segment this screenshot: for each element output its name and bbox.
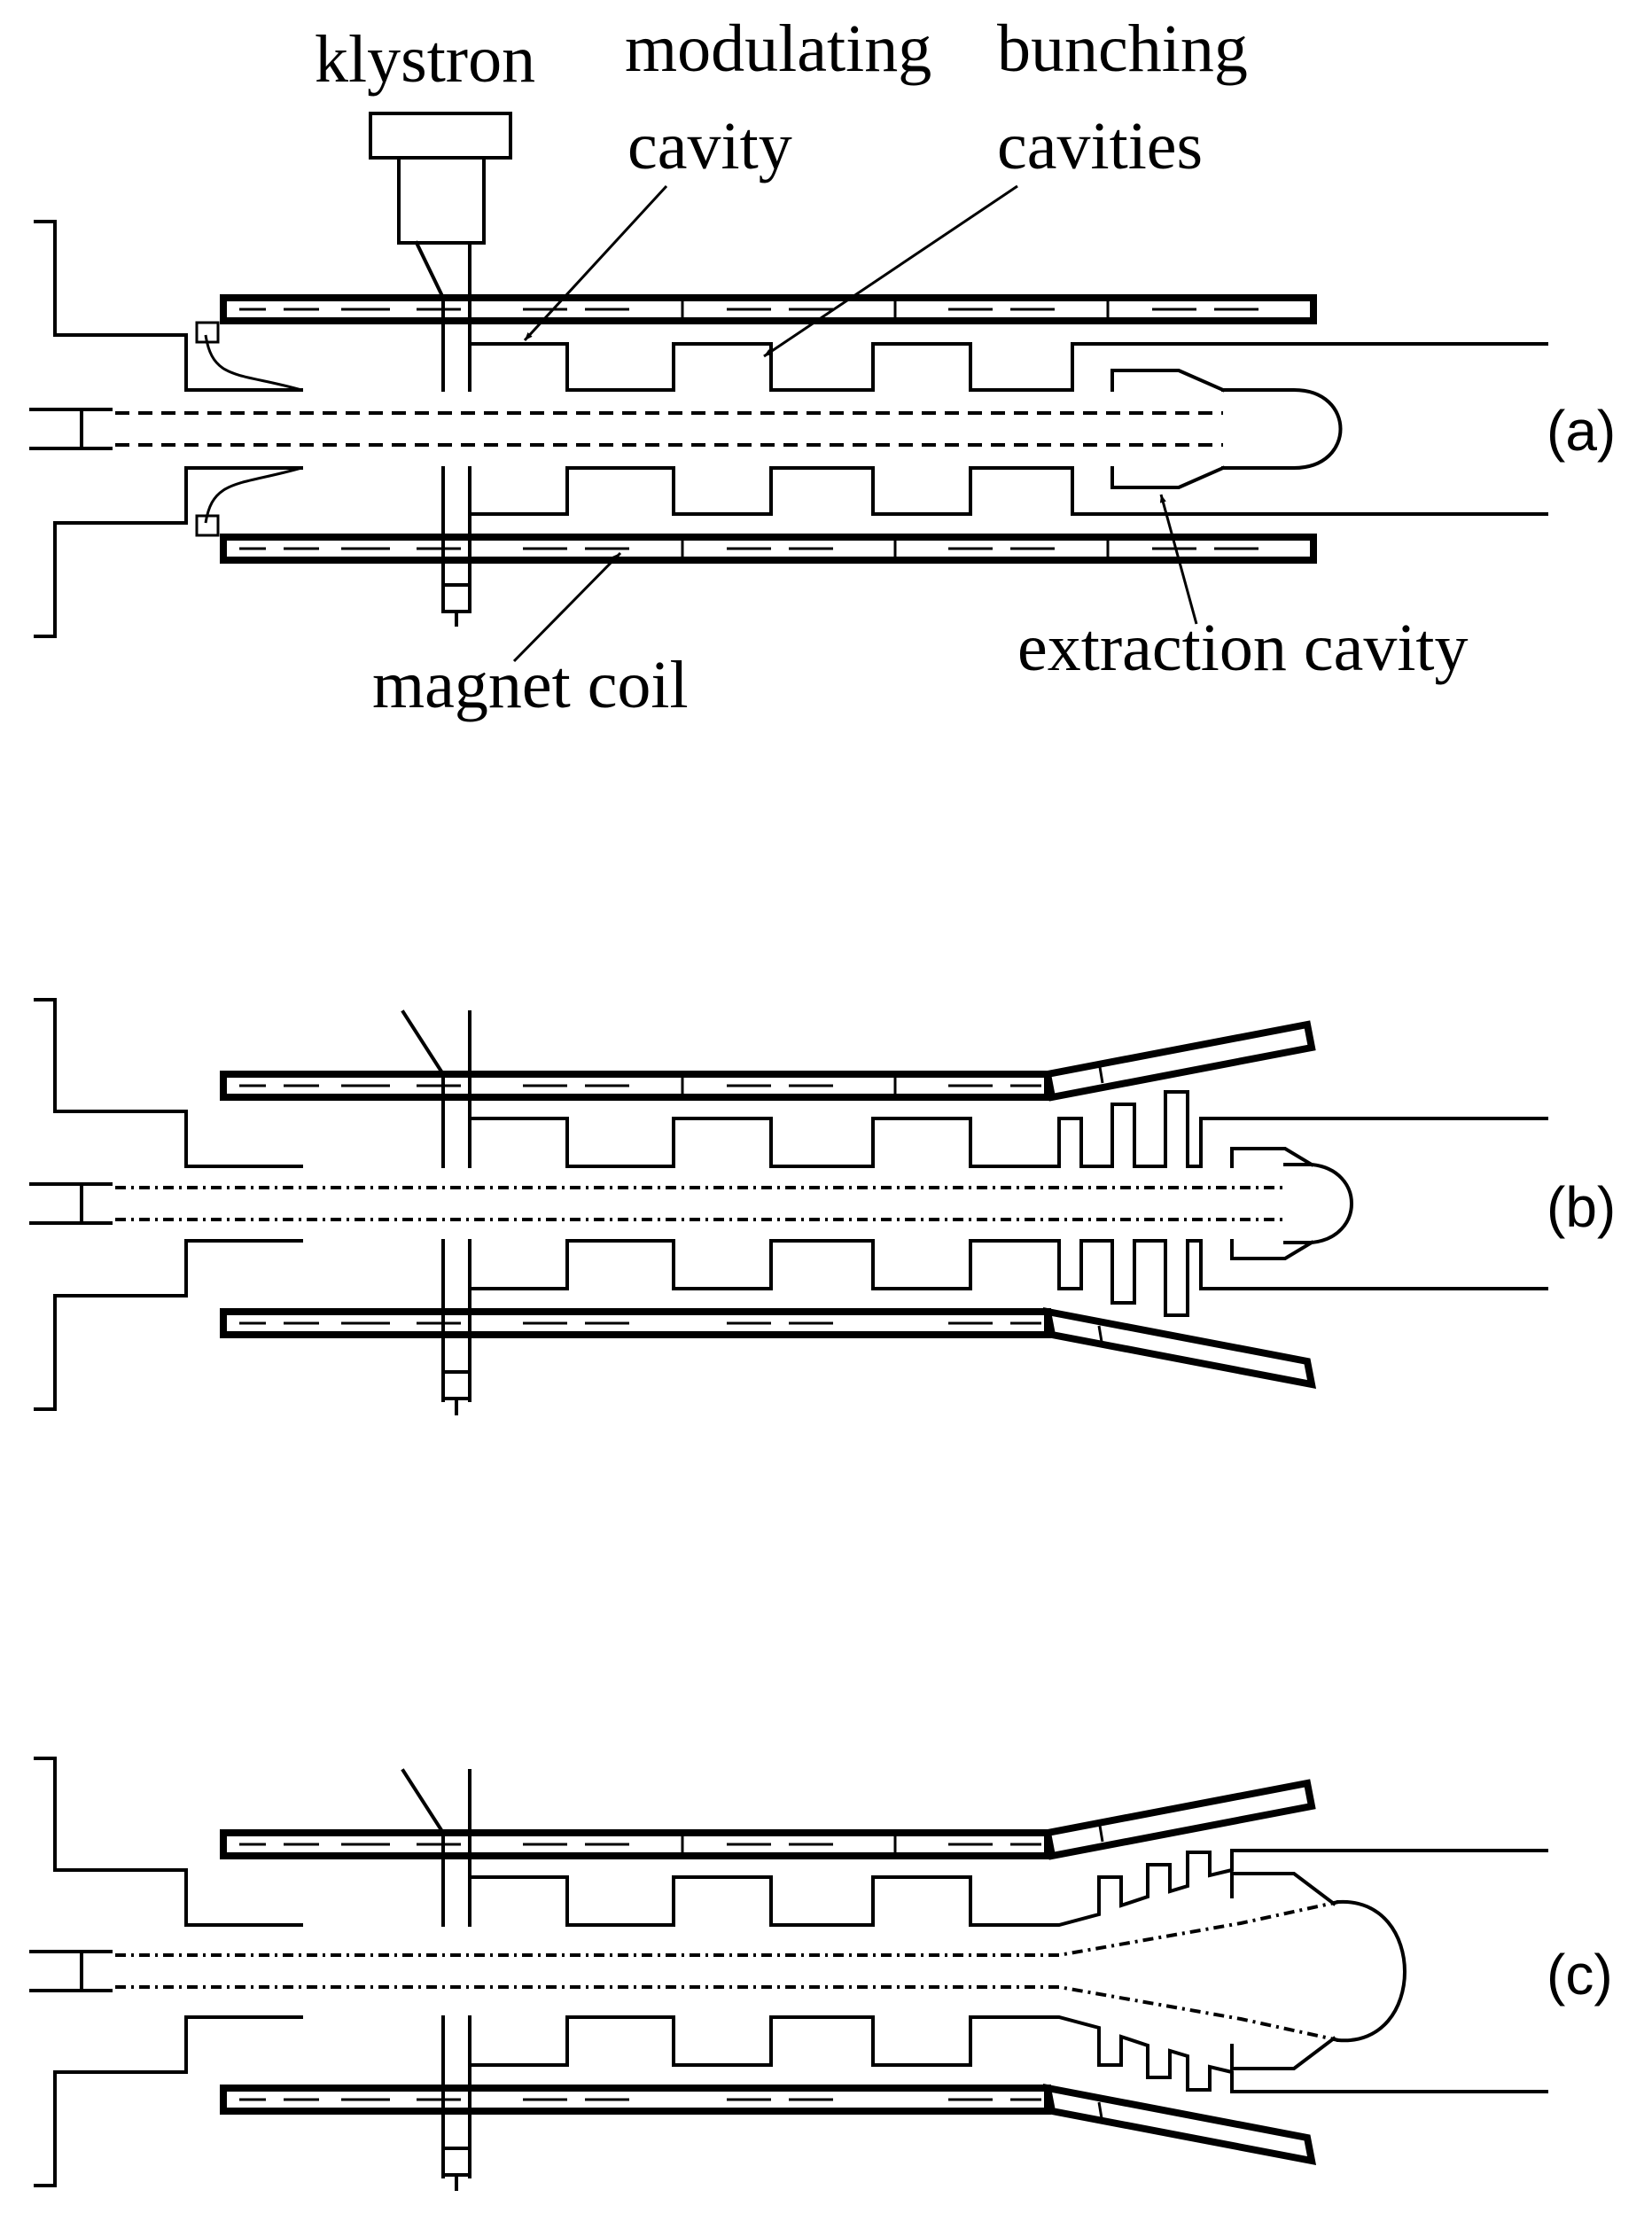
focus-coil-bottom <box>195 514 220 537</box>
cathode <box>29 408 113 450</box>
extraction-cavity-top <box>1110 369 1226 393</box>
tube-upper <box>468 1090 1548 1168</box>
panel-label-b: (b) <box>1547 1175 1616 1239</box>
tube-upper <box>468 342 1548 392</box>
probe-box <box>441 1370 471 1400</box>
label-bunching-cavities: cavities <box>997 109 1203 183</box>
label-magnet-coil: magnet coil <box>372 648 689 722</box>
probe-box <box>441 2147 471 2177</box>
magnet-coil-bottom-flare <box>1042 1306 1317 1390</box>
panel-b: (b) <box>29 998 1616 1415</box>
magnet-coil-bottom-flare <box>1042 2083 1317 2166</box>
tube-lower <box>468 2015 1548 2093</box>
panel-c: (c) <box>29 1757 1613 2191</box>
arrow-magnet-coil <box>512 551 622 663</box>
coil-winding-marks <box>239 300 1258 558</box>
klystron-body <box>397 156 486 245</box>
arrow-extraction <box>1159 494 1198 625</box>
label-bunching: bunching <box>997 12 1248 86</box>
probe-box <box>441 583 471 613</box>
beam-collector <box>1283 1163 1353 1244</box>
cathode <box>29 1950 113 1992</box>
cathode <box>29 1182 113 1225</box>
electron-beam <box>115 1186 1285 1221</box>
magnet-coil-bottom <box>220 534 1317 564</box>
klystron-box <box>369 112 512 160</box>
extraction-cavity-bottom <box>1110 465 1226 489</box>
magnet-coil-top-flare <box>1043 1779 1316 1860</box>
label-klystron: klystron <box>315 22 535 97</box>
arrow-modulating <box>523 184 668 342</box>
panel-label-c: (c) <box>1547 1943 1613 2007</box>
electron-beam <box>115 1900 1339 2042</box>
gun-flange-bottom <box>34 466 303 638</box>
focus-curve-top <box>204 334 302 392</box>
beam-collector <box>1336 1899 1407 2043</box>
gun-flange-top <box>34 220 303 392</box>
klystron-feed <box>414 240 471 392</box>
tube-upper <box>468 1849 1548 1927</box>
focus-curve-bottom <box>204 466 302 524</box>
label-modulating: modulating <box>625 12 931 86</box>
label-extraction-cavity: extraction cavity <box>1017 611 1469 685</box>
tube-lower <box>468 1239 1548 1317</box>
focus-coil-top <box>195 321 220 344</box>
arrow-bunching <box>763 184 1018 358</box>
beam-collector <box>1221 388 1343 470</box>
tube-lower <box>468 466 1548 516</box>
panel-label-a: (a) <box>1547 399 1616 463</box>
label-modulating-cavity: cavity <box>627 109 792 183</box>
electron-beam <box>115 411 1223 447</box>
magnet-coil-top-flare <box>1043 1020 1316 1102</box>
panel-a: klystron modulating cavity bunching cavi… <box>29 12 1616 722</box>
